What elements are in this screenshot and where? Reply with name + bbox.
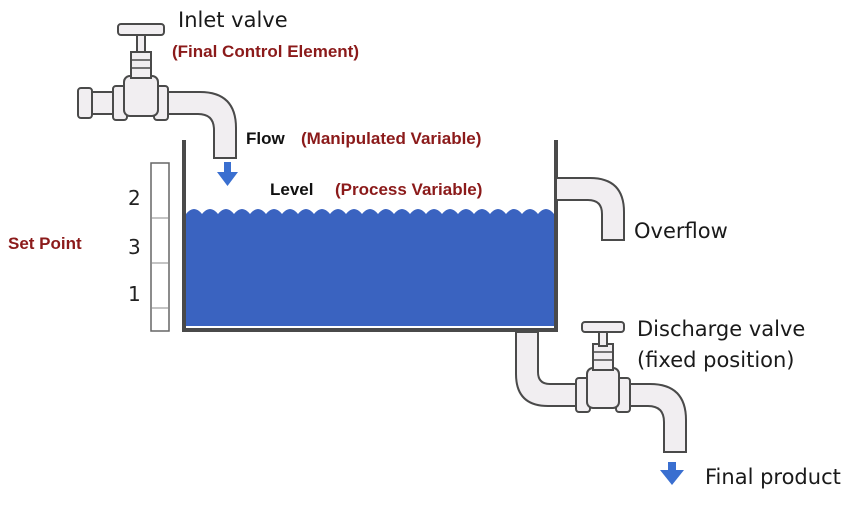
fixed-position-label: (fixed position) [637,348,795,372]
manipulated-variable-label: (Manipulated Variable) [301,129,482,148]
inlet-valve-icon [117,23,165,117]
tank [182,140,558,332]
gauge-tick-label: 2 [128,186,141,210]
overflow-pipe [555,177,625,241]
process-variable-label: (Process Variable) [335,180,483,199]
set-point-label: Set Point [8,234,82,253]
gauge-tick-label: 3 [128,235,141,259]
inlet-pipe-end-flange [77,87,93,119]
overflow-label: Overflow [634,219,728,243]
level-label: Level [270,180,314,199]
final-product-arrow-icon [660,462,684,485]
final-control-element-label: (Final Control Element) [172,42,359,61]
gauge-tick-label: 1 [128,282,141,306]
tank-water [186,209,554,326]
flow-label: Flow [246,129,285,148]
level-gauge [150,162,170,332]
final-product-label: Final product [705,465,841,489]
discharge-valve-icon [581,321,625,409]
flow-arrow-icon [217,162,238,186]
inlet-valve-label: Inlet valve [178,8,288,32]
discharge-valve-label: Discharge valve [637,317,806,341]
